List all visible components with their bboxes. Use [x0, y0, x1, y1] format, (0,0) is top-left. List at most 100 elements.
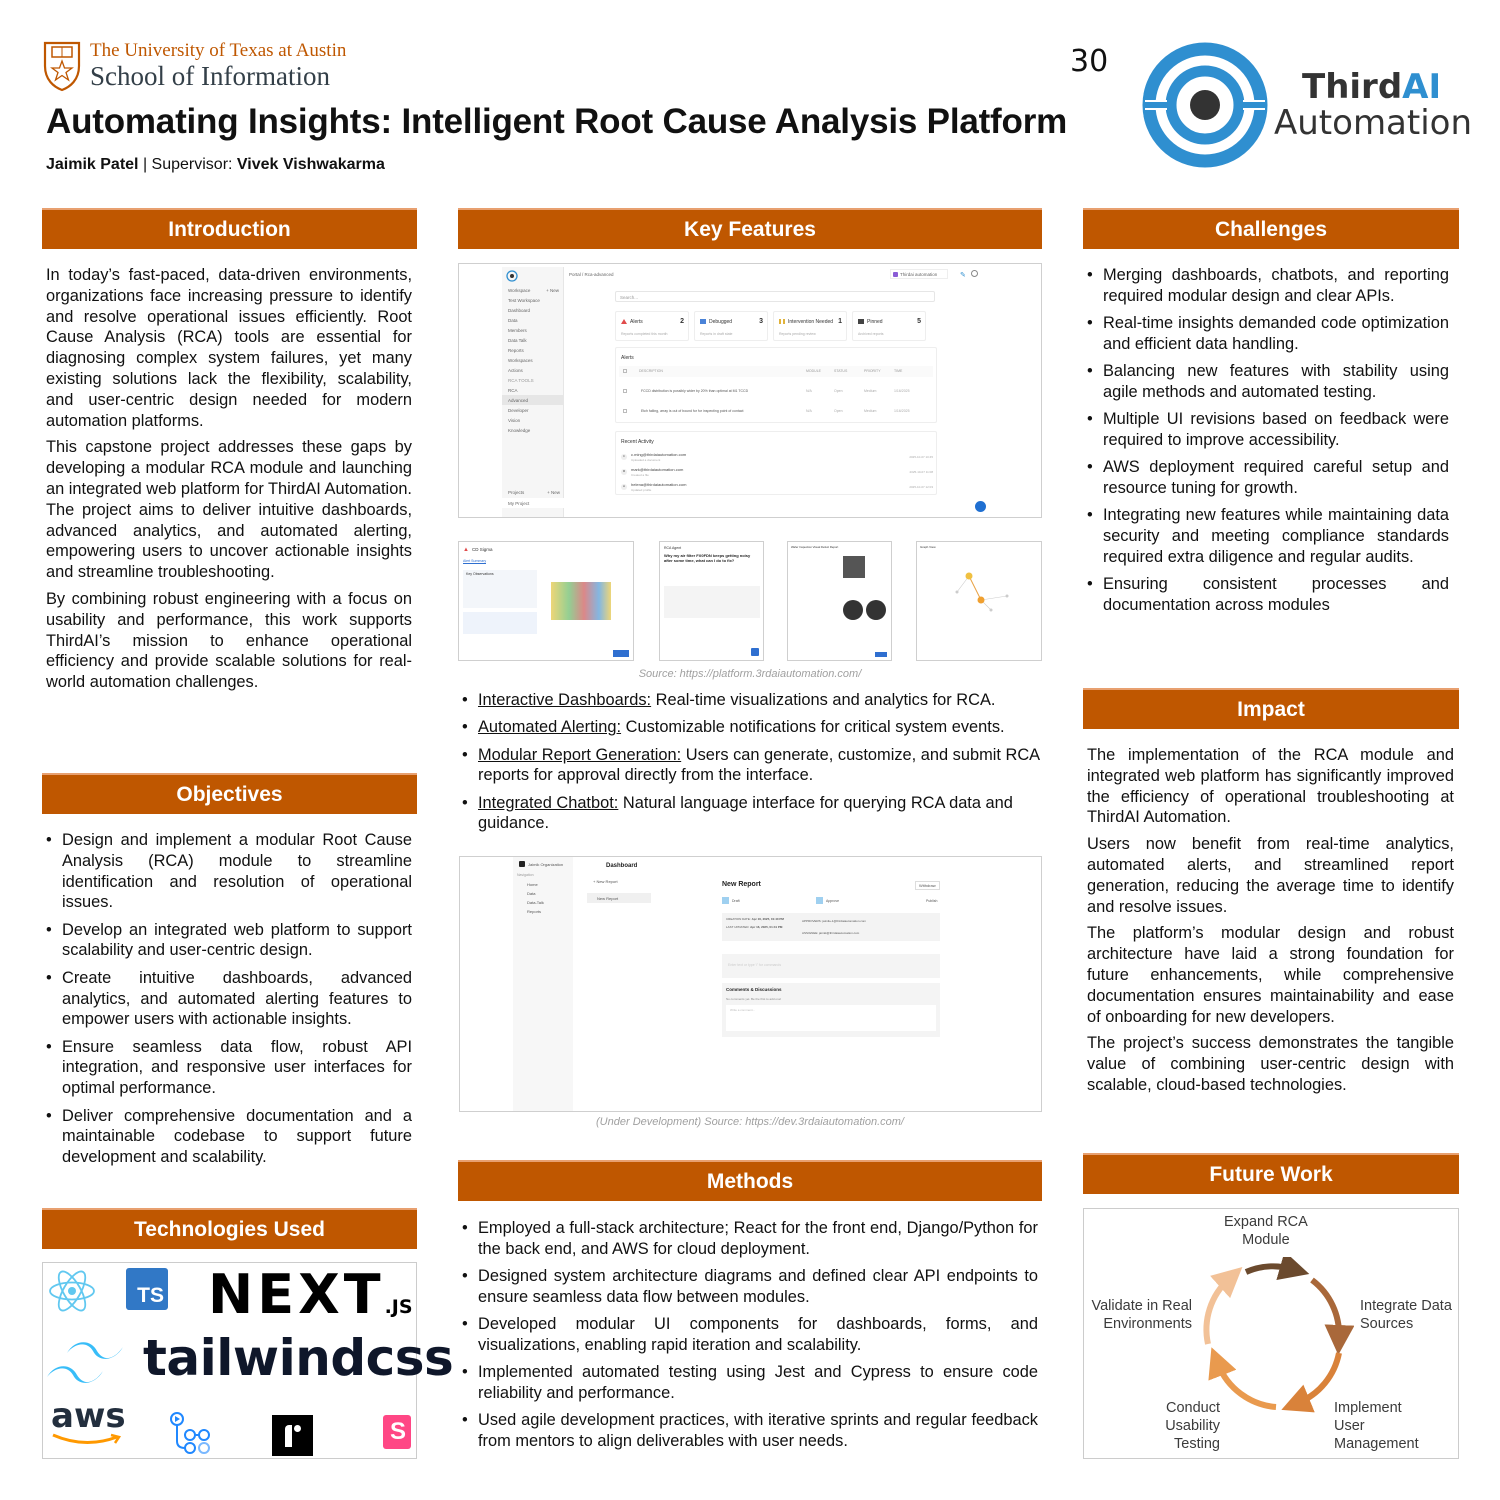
- alerts-title: Alerts: [621, 355, 634, 361]
- avatar: C: [621, 454, 627, 460]
- thumb-title: Graph View: [920, 545, 936, 549]
- warning-icon: ▲: [463, 547, 469, 553]
- org-name[interactable]: Jaimik Organization: [528, 862, 564, 867]
- step-draft: Draft: [732, 899, 740, 903]
- cell: Open: [834, 389, 843, 393]
- alerts-header-row: DESCRIPTION MODULE STATUS PRIORITY TIME: [619, 366, 933, 377]
- next-step-button[interactable]: [613, 650, 629, 657]
- thirdai-logo: ThirdAI Automation: [1140, 40, 1472, 170]
- project-select[interactable]: My Project: [502, 498, 564, 508]
- cell: 1/16/2025: [894, 389, 910, 393]
- org-selector[interactable]: Thirdai automation: [890, 269, 948, 279]
- challenge-item: Balancing new features with stability us…: [1083, 361, 1449, 403]
- comment-input[interactable]: Write a comment...: [726, 1005, 936, 1031]
- nav-data[interactable]: Data: [508, 317, 518, 323]
- nav-members[interactable]: Members: [508, 327, 527, 333]
- table-row[interactable]: Etch failing, array is out of bound for …: [619, 406, 933, 418]
- send-button[interactable]: [751, 648, 759, 656]
- user-avatar-icon[interactable]: [971, 270, 978, 277]
- thumb-tab[interactable]: Alert Summary: [463, 559, 487, 564]
- challenge-item: AWS deployment required careful setup an…: [1083, 457, 1449, 499]
- activity-action: Uploaded a document: [631, 458, 661, 462]
- nav-vision[interactable]: Vision: [508, 417, 521, 423]
- intro-paragraph: In today’s fast-paced, data-driven envir…: [46, 266, 412, 430]
- workspace-select[interactable]: Test Workspace: [508, 297, 540, 303]
- row-checkbox[interactable]: [623, 389, 627, 393]
- nav-reports[interactable]: Reports: [508, 347, 524, 353]
- nav-rca[interactable]: RCA: [508, 387, 518, 393]
- assignee-email[interactable]: jaimik@thirdaiautomation.com: [819, 931, 860, 935]
- approve-button[interactable]: [875, 652, 887, 657]
- methods-list: Employed a full-stack architecture; Reac…: [458, 1218, 1038, 1458]
- activity-time: 2025-10-07 12:03: [909, 485, 933, 489]
- challenge-item: Integrating new features while maintaini…: [1083, 505, 1449, 567]
- table-row[interactable]: FCCD distribution is possibly wider by 2…: [619, 386, 933, 398]
- alerts-table: Alerts DESCRIPTION MODULE STATUS PRIORIT…: [615, 347, 937, 423]
- feature-item: Modular Report Generation: Users can gen…: [458, 745, 1042, 787]
- nav-reports[interactable]: Reports: [527, 909, 542, 914]
- intro-paragraph: This capstone project addresses these ga…: [46, 438, 412, 582]
- stat-label: Debugged: [709, 319, 733, 325]
- dashboard-search-input[interactable]: Search...: [615, 291, 935, 302]
- introduction-body: In today’s fast-paced, data-driven envir…: [46, 265, 412, 699]
- chat-bubble-button[interactable]: [975, 501, 986, 512]
- intro-paragraph: By combining robust engineering with a f…: [46, 589, 412, 692]
- logo-automation: Automation: [1274, 103, 1473, 143]
- nav-advanced[interactable]: Advanced: [502, 395, 563, 405]
- thumbnail-rca-agent: RCA Agent Why my air filter FX0FDN keeps…: [659, 541, 764, 661]
- workspace-new-button[interactable]: + New: [546, 287, 559, 293]
- stat-card-intervention[interactable]: Intervention Needed 1 Reports pending re…: [773, 311, 847, 341]
- nav-actions[interactable]: Actions: [508, 367, 523, 373]
- nav-dashboard[interactable]: Dashboard: [508, 307, 531, 313]
- nav-knowledge[interactable]: Knowledge: [508, 427, 531, 433]
- stat-card-debugged[interactable]: Debugged 3 Reports in draft state: [694, 311, 768, 341]
- nav-data-talk[interactable]: Data Talk: [508, 337, 527, 343]
- breadcrumb: Portal / Rca-advanced: [569, 272, 614, 277]
- activity-row: M mark@thirdaiautomation.com Created a f…: [621, 467, 933, 479]
- nav-workspaces[interactable]: Workspaces: [508, 357, 533, 363]
- nav-data[interactable]: Data: [527, 891, 536, 896]
- approver-email[interactable]: jaimik+1@thirdaiautomation.com: [822, 919, 867, 923]
- nav-data-talk[interactable]: Data-Talk: [527, 900, 544, 905]
- stat-card-alerts[interactable]: Alerts 2 Reports completed this month: [615, 311, 689, 341]
- cycle-step-validate: Validate in Real Environments: [1088, 1297, 1193, 1333]
- row-checkbox[interactable]: [623, 409, 627, 413]
- thumb-title: Wafer Inspection Visual Defect Report: [791, 545, 839, 549]
- activity-time: 2025-10-07 10:45: [909, 455, 933, 459]
- thumb-title: CD Sigma: [472, 547, 493, 552]
- new-report-link[interactable]: + New Report: [593, 879, 618, 884]
- feature-item: Interactive Dashboards: Real-time visual…: [458, 690, 1042, 711]
- projects-new-button[interactable]: + New: [547, 489, 560, 495]
- assignee-label: ASSIGNEE:: [802, 931, 819, 935]
- nav-developer[interactable]: Developer: [508, 407, 529, 413]
- col-header: PRIORITY: [864, 369, 881, 373]
- stat-card-pinned[interactable]: Pinned 5 Archived reports: [852, 311, 926, 341]
- supervisor-label: | Supervisor:: [138, 156, 237, 173]
- user-note-box: [463, 612, 537, 634]
- challenges-heading: Challenges: [1083, 208, 1459, 249]
- feature-key: Integrated Chatbot:: [478, 793, 619, 812]
- pause-icon: [779, 319, 785, 324]
- select-all-checkbox[interactable]: [623, 369, 627, 373]
- objective-item: Design and implement a modular Root Caus…: [42, 830, 412, 913]
- rocket-icon[interactable]: ✎: [960, 272, 966, 279]
- comments-empty: No comments yet. Be the first to add one…: [726, 997, 782, 1001]
- step-line: Validate in Real: [1091, 1298, 1193, 1314]
- report-editor[interactable]: Enter text or type '/' for commands: [722, 954, 940, 978]
- key-features-list: Interactive Dashboards: Real-time visual…: [458, 690, 1042, 841]
- nav-home[interactable]: Home: [527, 882, 538, 887]
- graph-network-icon: [955, 572, 1009, 612]
- feature-key: Modular Report Generation:: [478, 745, 682, 764]
- method-item: Designed system architecture diagrams an…: [458, 1266, 1038, 1308]
- report-list-item[interactable]: New Report: [587, 893, 651, 903]
- thumbnail-cd-sigma: ▲ CD Sigma Alert Summary Key Observation…: [458, 541, 634, 661]
- objective-item: Ensure seamless data flow, robust API in…: [42, 1037, 412, 1099]
- withdraw-button[interactable]: Withdraw: [915, 881, 940, 890]
- feature-text: Real-time visualizations and analytics f…: [651, 691, 996, 709]
- cell: N/A: [806, 389, 812, 393]
- typescript-logo-icon: TS: [126, 1268, 168, 1310]
- challenge-item: Ensuring consistent processes and docume…: [1083, 574, 1449, 616]
- stat-value: 3: [759, 318, 763, 325]
- activity-email: mark@thirdaiautomation.com: [631, 467, 684, 472]
- dashboard-title: Dashboard: [606, 863, 638, 869]
